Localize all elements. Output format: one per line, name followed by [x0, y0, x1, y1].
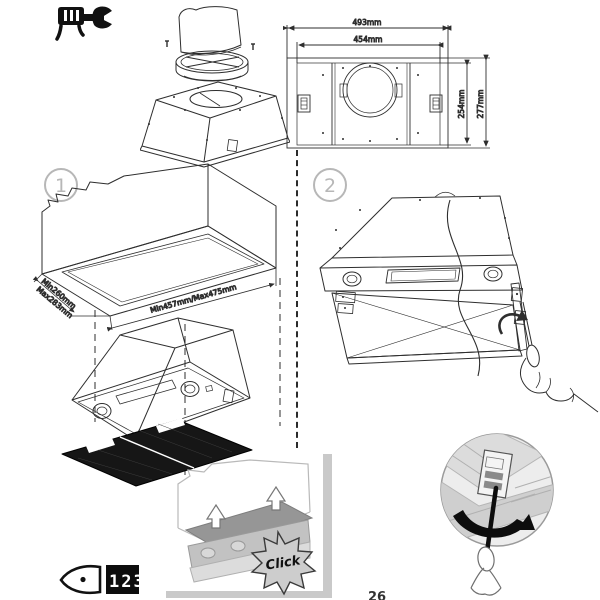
hood-top-view — [286, 57, 449, 149]
duct-flange-part — [175, 50, 249, 82]
left-bracket — [335, 290, 356, 314]
mounting-bracket-left — [297, 94, 311, 113]
step-counter-digits: 123 — [109, 572, 142, 592]
hood-body — [71, 317, 251, 441]
eye-and-step-counter-icon: 123 — [59, 564, 142, 595]
dimension-lines — [283, 25, 490, 149]
filter-mesh-lines — [77, 423, 233, 481]
grease-filters — [61, 418, 253, 487]
screw-dots — [322, 65, 419, 142]
dim-depth-outer: 277mm — [476, 90, 485, 119]
duct-cover-part — [178, 6, 242, 56]
screwdriver — [519, 301, 540, 368]
step1-badge: 1 — [44, 168, 78, 202]
filter-click-inset: Click — [166, 454, 332, 598]
wrench-icon — [83, 6, 112, 29]
step2-badge: 2 — [313, 168, 347, 202]
bracket-block — [477, 449, 513, 499]
screw-detail-inset — [440, 433, 554, 596]
cutout-dimensions — [32, 268, 277, 332]
page-number-fragment: 26 — [368, 591, 387, 600]
step2-number: 2 — [324, 175, 336, 197]
hand — [470, 546, 502, 596]
fork-and-wrench-icon — [55, 6, 112, 41]
hood-top-part — [140, 81, 290, 168]
click-label: Click — [265, 553, 303, 573]
step1-number: 1 — [55, 175, 67, 197]
dim-width-inner: 454mm — [354, 35, 383, 44]
dim-width-outer: 493mm — [353, 18, 382, 27]
screw-dots — [148, 87, 283, 141]
exploded-duct-drawing — [140, 6, 290, 168]
step-counter-display: 123 — [106, 565, 142, 594]
step-separator-line — [296, 150, 298, 448]
dimension-drawing: 493mm 454mm 254mm 277mm — [283, 18, 490, 149]
hand — [520, 357, 599, 413]
power-cable — [446, 199, 481, 377]
step2-drawing: 2 — [313, 168, 599, 413]
screwdriver — [484, 485, 499, 555]
dim-depth-inner: 254mm — [457, 90, 466, 119]
mounting-bracket-right — [429, 94, 443, 113]
cutout-width-label: Min457mm/Max475mm — [149, 282, 237, 315]
hood-tilted — [319, 191, 528, 365]
step1-drawing: 1 Min260mm Max283mm Min457mm/Max475mm — [32, 163, 281, 487]
eye-icon — [59, 564, 102, 595]
screw-dots — [335, 197, 510, 249]
fork-icon — [55, 7, 85, 41]
rotate-arrow — [498, 310, 528, 335]
cabinet-cutout — [41, 163, 277, 317]
up-arrow-icon — [205, 485, 287, 529]
rotate-arrow — [453, 510, 535, 538]
screw-icon — [165, 40, 255, 50]
projection-lines — [94, 278, 281, 478]
click-burst: Click — [250, 529, 317, 596]
